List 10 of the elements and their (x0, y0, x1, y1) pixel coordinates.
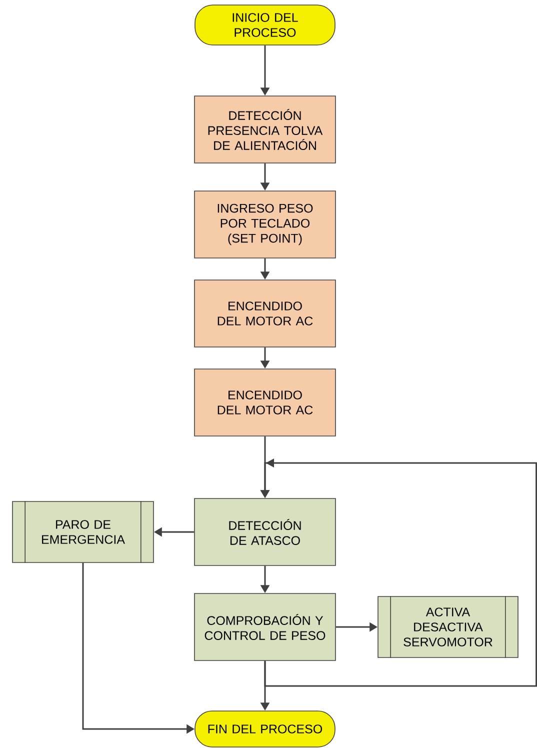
process-box: DETECCIÓN PRESENCIA TOLVA DE ALIENTACIÓN (194, 96, 336, 164)
process-box: DETECCIÓN DE ATASCO (194, 498, 336, 566)
process-box: ENCENDIDO DEL MOTOR AC (194, 368, 336, 436)
process-box: ENCENDIDO DEL MOTOR AC (194, 280, 336, 348)
start-terminal: INICIO DEL PROCESO (194, 4, 336, 46)
subprocess-box: PARO DE EMERGENCIA (12, 500, 154, 564)
process-box: INGRESO PESO POR TECLADO (SET POINT) (194, 190, 336, 258)
process-box: COMPROBACIÓN Y CONTROL DE PESO (194, 593, 336, 661)
subprocess-box: ACTIVA DESACTIVA SERVOMOTOR (378, 596, 518, 658)
end-terminal: FIN DEL PROCESO (194, 710, 336, 748)
